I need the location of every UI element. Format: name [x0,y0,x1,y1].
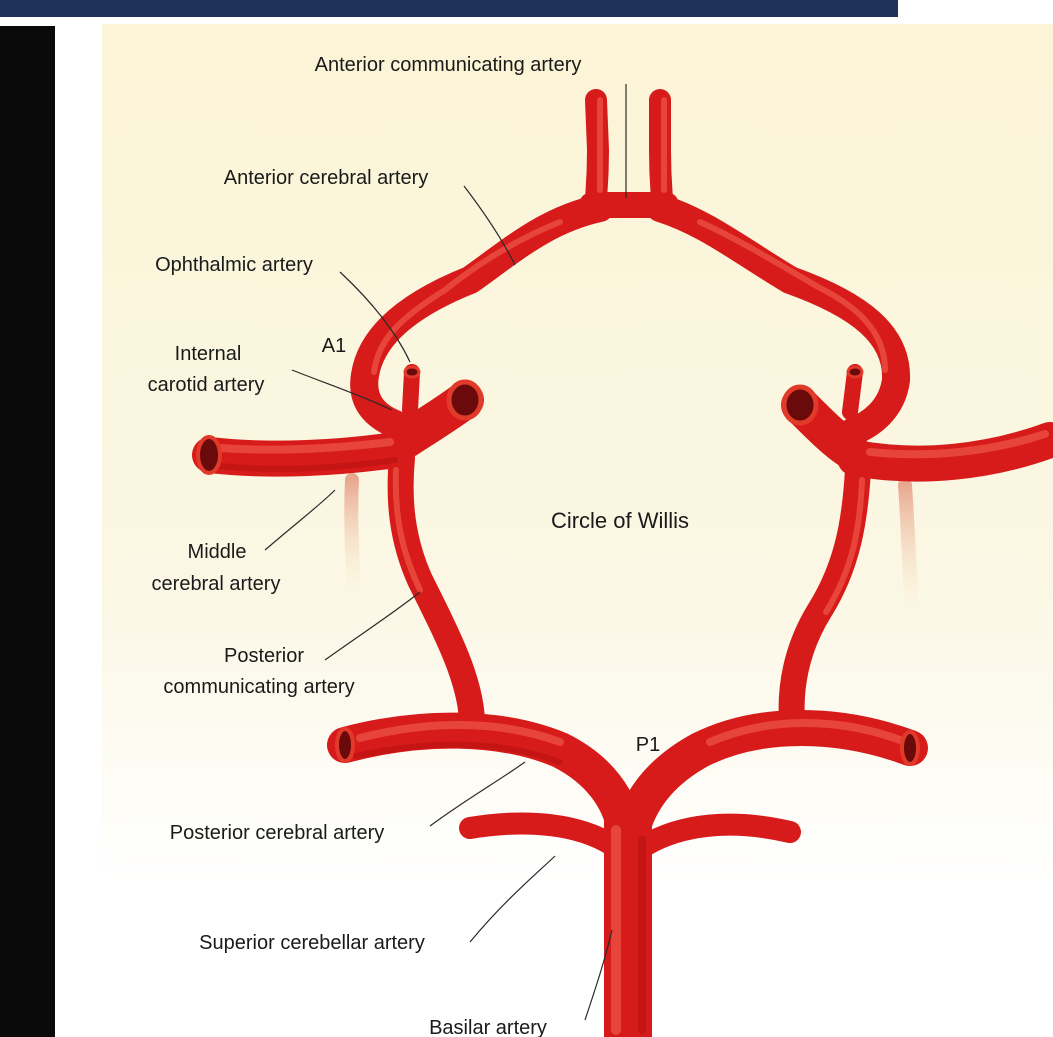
label-posterior-communicating-line2: communicating artery [163,676,354,698]
top-bar [0,0,898,17]
circle-of-willis-diagram: Anterior communicating artery Anterior c… [102,24,1053,1037]
label-middle-cerebral-line1: Middle [188,541,247,563]
label-middle-cerebral-line2: cerebral artery [152,573,281,595]
label-p1: P1 [636,734,660,756]
left-bar [0,26,55,1037]
label-superior-cerebellar-artery: Superior cerebellar artery [199,932,425,954]
label-basilar-artery: Basilar artery [429,1017,547,1037]
label-posterior-cerebral-artery: Posterior cerebral artery [170,822,385,844]
label-anterior-cerebral-artery: Anterior cerebral artery [224,167,429,189]
label-ophthalmic-artery: Ophthalmic artery [155,254,313,276]
label-posterior-communicating-line1: Posterior [224,645,304,667]
label-a1: A1 [322,335,346,357]
label-internal-carotid-line2: carotid artery [148,374,265,396]
label-internal-carotid-line1: Internal [175,343,242,365]
diagram-center-title: Circle of Willis [551,508,689,533]
label-anterior-communicating-artery: Anterior communicating artery [315,54,582,76]
